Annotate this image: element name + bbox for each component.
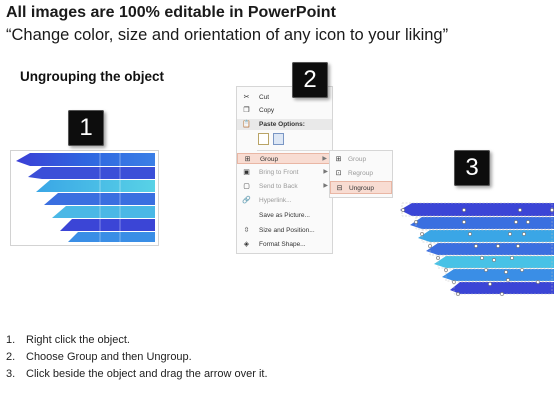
paste-option-buttons <box>258 133 298 147</box>
group-icon: ⊞ <box>335 156 342 163</box>
group-icon: ⊞ <box>244 156 251 163</box>
funnel-bands <box>16 153 155 242</box>
menu-separator <box>257 150 329 151</box>
menu-item-save-as-picture[interactable]: Save as Picture... <box>259 212 310 219</box>
copy-icon: ❐ <box>243 107 250 114</box>
menu-item-size-position[interactable]: ⇳ Size and Position... <box>243 227 315 234</box>
submenu-item-regroup[interactable]: ⊡ Regroup <box>335 170 373 177</box>
page-title: All images are 100% editable in PowerPoi… <box>6 4 336 21</box>
selection-frame <box>10 150 159 246</box>
menu-item-group[interactable]: ⊞ Group ▶ <box>237 153 332 164</box>
selection-handles <box>401 208 554 296</box>
menu-item-send-to-back[interactable]: ▢ Send to Back ▶ <box>243 183 328 190</box>
format-shape-icon: ◈ <box>243 241 250 248</box>
instruction-list: 1.Right click the object. 2.Choose Group… <box>6 332 268 383</box>
size-position-icon: ⇳ <box>243 227 250 234</box>
menu-item-hyperlink[interactable]: 🔗 Hyperlink... <box>242 197 292 204</box>
section-title: Ungrouping the object <box>20 69 164 84</box>
paste-picture-icon[interactable] <box>273 133 284 145</box>
instruction-step: 2.Choose Group and then Ungroup. <box>6 351 192 363</box>
selection-outlines <box>401 202 553 295</box>
submenu-item-group[interactable]: ⊞ Group <box>335 156 367 163</box>
submenu-item-ungroup[interactable]: ⊟ Ungroup <box>330 181 392 194</box>
send-back-icon: ▢ <box>243 183 250 190</box>
menu-item-cut[interactable]: ✂ Cut <box>243 94 270 101</box>
step-badge-1: 1 <box>68 110 104 146</box>
scissors-icon: ✂ <box>243 94 250 101</box>
context-menu: ✂ Cut ❐ Copy 📋 Paste Options: ⊞ Group ▶ … <box>236 86 333 254</box>
submenu-arrow-icon: ▶ <box>322 156 327 162</box>
ungrouped-object[interactable] <box>398 200 556 300</box>
group-submenu: ⊞ Group ⊡ Regroup ⊟ Ungroup <box>329 150 393 198</box>
regroup-icon: ⊡ <box>335 170 342 177</box>
funnel-object[interactable] <box>10 150 160 250</box>
clipboard-icon: 📋 <box>242 121 251 128</box>
menu-item-paste-options: 📋 Paste Options: <box>237 119 332 130</box>
menu-item-copy[interactable]: ❐ Copy <box>243 107 275 114</box>
menu-item-format-shape[interactable]: ◈ Format Shape... <box>243 241 306 248</box>
hyperlink-icon: 🔗 <box>242 197 251 204</box>
funnel-bands-ungrouped <box>400 203 554 294</box>
instruction-step: 3.Click beside the object and drag the a… <box>6 368 268 380</box>
page-subtitle: “Change color, size and orientation of a… <box>6 26 449 44</box>
step-badge-2: 2 <box>292 62 328 98</box>
paste-keep-format-icon[interactable] <box>258 133 269 145</box>
instruction-step: 1.Right click the object. <box>6 334 130 346</box>
ungroup-icon: ⊟ <box>336 185 343 192</box>
submenu-arrow-icon: ▶ <box>323 169 328 175</box>
submenu-arrow-icon: ▶ <box>323 183 328 189</box>
bring-front-icon: ▣ <box>243 169 250 176</box>
menu-item-bring-to-front[interactable]: ▣ Bring to Front ▶ <box>243 169 328 176</box>
step-badge-3: 3 <box>454 150 490 186</box>
